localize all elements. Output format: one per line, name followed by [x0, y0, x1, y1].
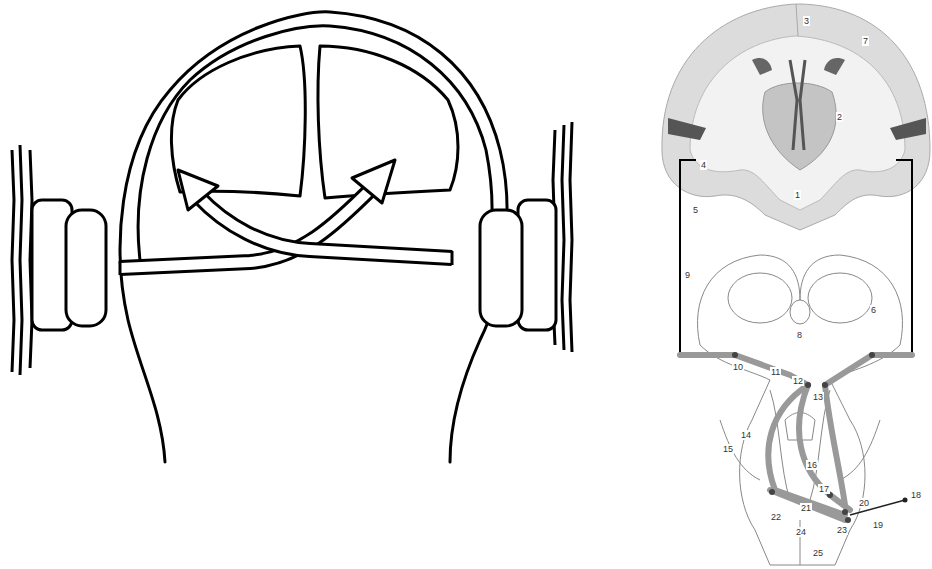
callout-number: 11 [770, 367, 781, 377]
skull-line [138, 26, 492, 262]
callout-number: 15 [722, 444, 734, 454]
callout-number: 3 [803, 16, 810, 26]
callout-number: 14 [740, 430, 752, 440]
callout-number: 18 [910, 490, 922, 500]
callout-number: 6 [870, 305, 877, 315]
callout-number: 22 [770, 512, 782, 522]
callout-number: 21 [800, 503, 812, 513]
callout-number: 23 [836, 525, 848, 535]
nucleus-dot [732, 352, 875, 523]
callout-number: 12 [792, 376, 804, 386]
brainstem [698, 255, 903, 565]
callout-number: 25 [812, 548, 824, 558]
auditory-crossing-arrows [120, 160, 452, 275]
head-outline [120, 12, 507, 462]
left-hemisphere [171, 46, 305, 196]
callout-number: 13 [812, 392, 824, 402]
callout-number: 24 [795, 527, 807, 537]
callout-number: 10 [732, 362, 744, 372]
callout-number: 20 [858, 498, 870, 508]
callout-number: 19 [872, 520, 884, 530]
callout-number: 2 [836, 112, 843, 122]
callout-number: 17 [818, 484, 830, 494]
auditory-pathway [680, 355, 912, 520]
nerve-end [903, 498, 908, 503]
callout-number: 7 [862, 36, 869, 46]
callout-number: 8 [796, 330, 803, 340]
coronal-brain-section [662, 4, 930, 230]
callout-number: 5 [692, 205, 699, 215]
headphones [12, 122, 572, 375]
callout-number: 1 [794, 190, 801, 200]
callout-number: 4 [700, 160, 707, 170]
callout-number: 9 [684, 270, 691, 280]
callout-number: 16 [806, 460, 818, 470]
